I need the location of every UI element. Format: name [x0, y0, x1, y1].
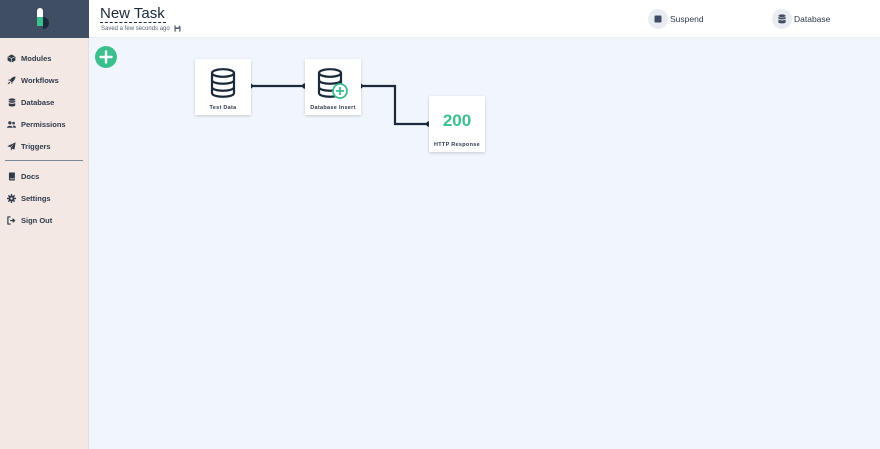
sidebar-nav: Modules Workflows Database Permissions T… — [0, 38, 88, 157]
sidebar-secondary-nav: Docs Settings Sign Out — [0, 165, 88, 231]
sidebar-item-settings[interactable]: Settings — [0, 187, 88, 209]
sidebar-item-label: Permissions — [21, 119, 66, 129]
sidebar-item-docs[interactable]: Docs — [0, 165, 88, 187]
node-http-response[interactable]: 200 HTTP Response — [429, 96, 485, 152]
sidebar-divider — [5, 160, 83, 161]
sidebar-item-database[interactable]: Database — [0, 91, 88, 113]
sidebar-item-label: Modules — [21, 53, 52, 63]
sidebar-item-sign-out[interactable]: Sign Out — [0, 209, 88, 231]
task-title[interactable]: New Task — [100, 5, 166, 23]
saved-status: Saved a few seconds ago — [101, 25, 181, 32]
suspend-button[interactable]: Suspend — [648, 9, 704, 29]
database-button[interactable]: Database — [772, 9, 830, 29]
database-icon — [772, 9, 792, 29]
book-icon — [7, 171, 16, 181]
http-status-code: 200 — [442, 111, 472, 130]
sidebar-item-label: Triggers — [21, 141, 51, 151]
node-label: Database Insert — [310, 105, 356, 111]
users-icon — [7, 120, 16, 129]
sidebar-item-permissions[interactable]: Permissions — [0, 113, 88, 135]
plus-icon — [99, 50, 113, 64]
sidebar-item-label: Docs — [21, 171, 40, 181]
sidebar-item-modules[interactable]: Modules — [0, 47, 88, 69]
connection-database-insert-to-http-response — [360, 84, 429, 126]
node-label: Test Data — [209, 105, 237, 111]
node-label: HTTP Response — [434, 142, 480, 148]
node-test-data[interactable]: Test Data — [195, 59, 251, 115]
sidebar-item-workflows[interactable]: Workflows — [0, 69, 88, 91]
rocket-icon — [7, 75, 16, 85]
sidebar-item-triggers[interactable]: Triggers — [0, 135, 88, 157]
gear-icon — [7, 193, 16, 203]
save-icon — [174, 25, 181, 32]
database-icon — [210, 68, 236, 103]
sidebar: Modules Workflows Database Permissions T… — [0, 0, 89, 449]
database-add-icon — [317, 68, 349, 105]
logo-icon — [37, 8, 49, 29]
app-logo[interactable] — [0, 0, 89, 38]
saved-status-text: Saved a few seconds ago — [101, 25, 170, 32]
top-header: New Task Saved a few seconds ago Suspend… — [89, 0, 880, 38]
stop-icon — [648, 9, 668, 29]
database-label: Database — [794, 14, 831, 24]
workflow-canvas[interactable]: Test Data Database Insert 200 HTTP Respo… — [89, 38, 880, 449]
sidebar-item-label: Sign Out — [21, 215, 53, 225]
sidebar-item-label: Workflows — [21, 75, 59, 85]
sign-out-icon — [7, 215, 16, 225]
paper-plane-icon — [7, 141, 16, 151]
sidebar-item-label: Settings — [21, 193, 51, 203]
node-database-insert[interactable]: Database Insert — [305, 59, 361, 115]
sidebar-item-label: Database — [21, 97, 55, 107]
add-node-button[interactable] — [95, 46, 117, 68]
cube-icon — [7, 53, 16, 63]
database-icon — [7, 97, 16, 107]
suspend-label: Suspend — [670, 14, 704, 24]
